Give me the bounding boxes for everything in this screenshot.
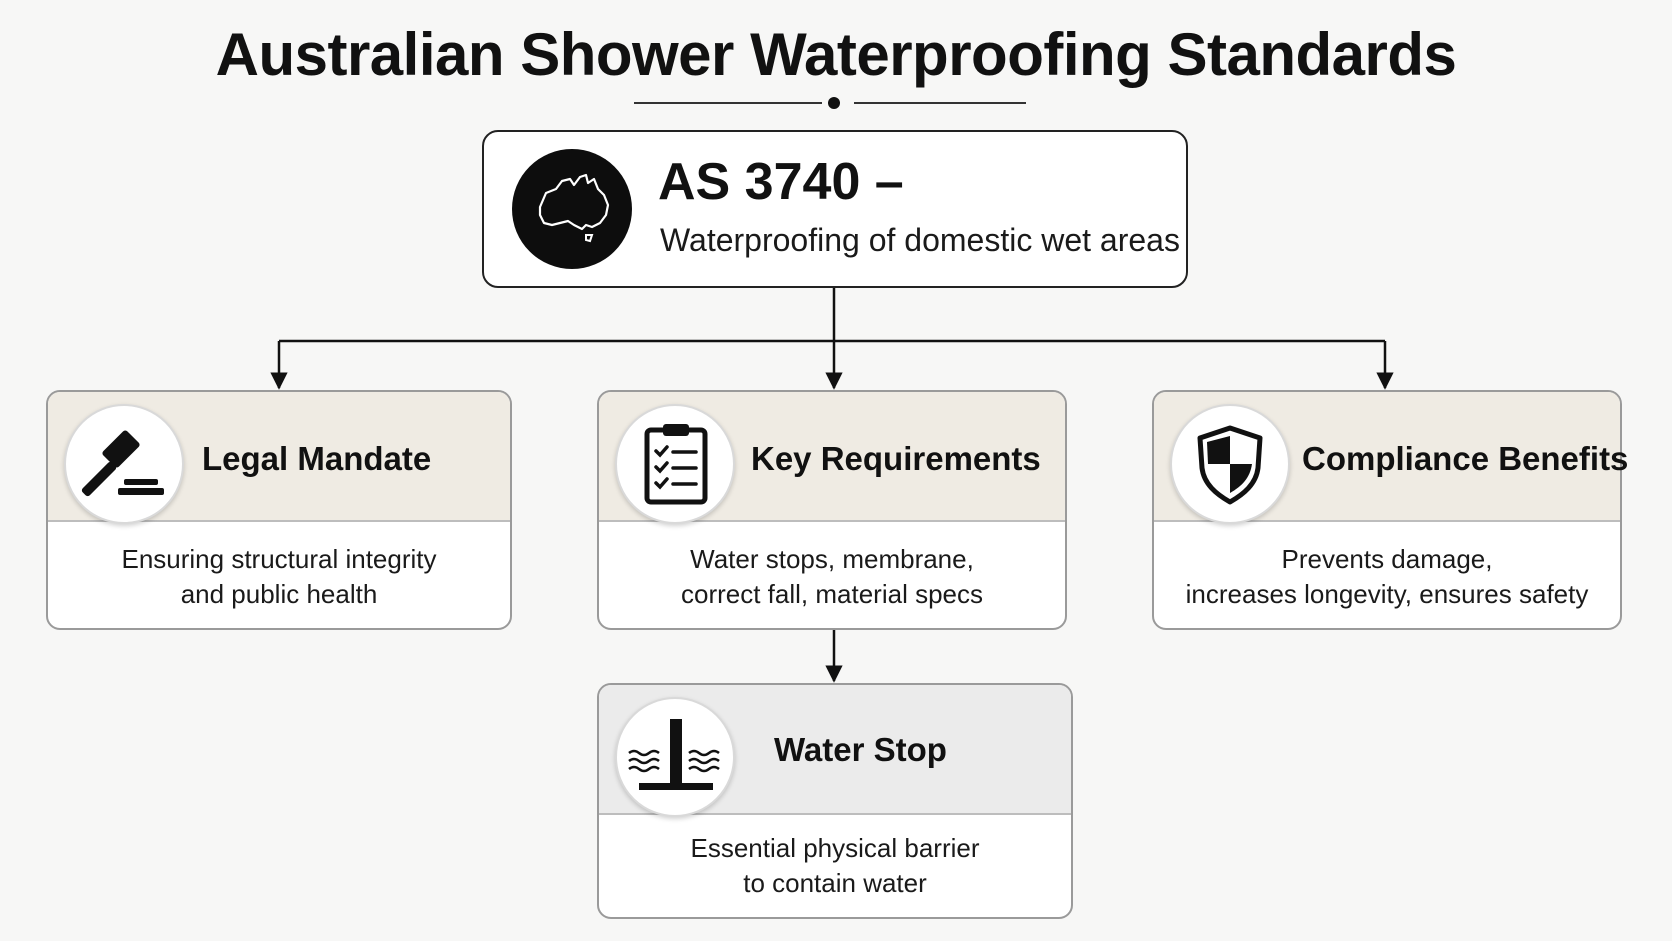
compliance-benefits-card: Compliance Benefits Prevents damage, inc… [1152, 390, 1628, 630]
card-description: Prevents damage, increases longevity, en… [1154, 542, 1620, 612]
card-description: Essential physical barrier to contain wa… [599, 831, 1071, 901]
card-description-line: to contain water [743, 868, 927, 898]
card-title: Compliance Benefits [1302, 440, 1629, 477]
diagram-title: Australian Shower Waterproofing Standard… [215, 21, 1457, 88]
water-stop-barrier-icon [615, 697, 735, 817]
card-title: Legal Mandate [202, 440, 432, 477]
key-requirements-card: Key Requirements Water stops, membrane, … [597, 390, 1067, 630]
card-description-line: Water stops, membrane, [690, 544, 974, 574]
card-description: Ensuring structural integrity and public… [48, 542, 510, 612]
card-description-line: and public health [180, 579, 378, 609]
card-description: Water stops, membrane, correct fall, mat… [599, 542, 1065, 612]
card-title: Water Stop [774, 731, 947, 768]
clipboard-checklist-icon [615, 404, 735, 524]
title-divider-dot [828, 97, 840, 109]
gavel-icon [64, 404, 184, 524]
water-stop-card: Water Stop Essential physical barrier to… [597, 683, 1073, 919]
standard-subtitle: Waterproofing of domestic wet areas [660, 222, 1180, 258]
shield-icon [1170, 404, 1290, 524]
card-title: Key Requirements [751, 440, 1041, 477]
card-description-line: correct fall, material specs [681, 579, 983, 609]
card-description-line: Prevents damage, [1281, 544, 1493, 574]
legal-mandate-card: Legal Mandate Ensuring structural integr… [46, 390, 512, 630]
card-description-line: Ensuring structural integrity [121, 544, 437, 574]
australia-map-icon [512, 149, 632, 269]
standard-box: AS 3740 – Waterproofing of domestic wet … [482, 130, 1188, 288]
title-divider-right [854, 102, 1026, 104]
title-divider-left [634, 102, 822, 104]
card-description-line: Essential physical barrier [690, 833, 980, 863]
standard-code: AS 3740 – [658, 153, 904, 211]
card-description-line: increases longevity, ensures safety [1185, 579, 1589, 609]
